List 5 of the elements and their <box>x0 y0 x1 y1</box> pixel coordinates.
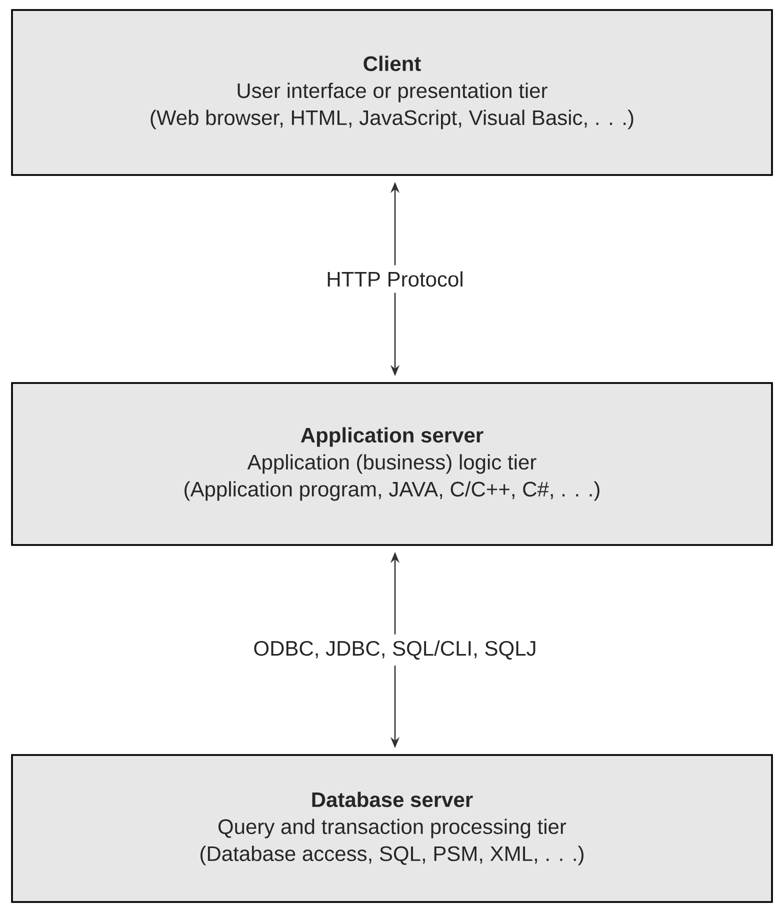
tier-box: Client User interface or presentation tier (Web browser, HTML, JavaScript, Visual Basic, . . .) <box>11 9 773 176</box>
tier-box: Application server Application (business) logic tier (Application program, JAVA, C/C++, C#, . . .) <box>11 382 773 546</box>
edge-label: ODBC, JDBC, SQL/CLI, SQLJ <box>247 634 543 666</box>
edge-label: HTTP Protocol <box>320 265 470 293</box>
tier-box: Database server Query and transaction processing tier (Database access, SQL, PSM, XML, . . .) <box>11 754 773 903</box>
